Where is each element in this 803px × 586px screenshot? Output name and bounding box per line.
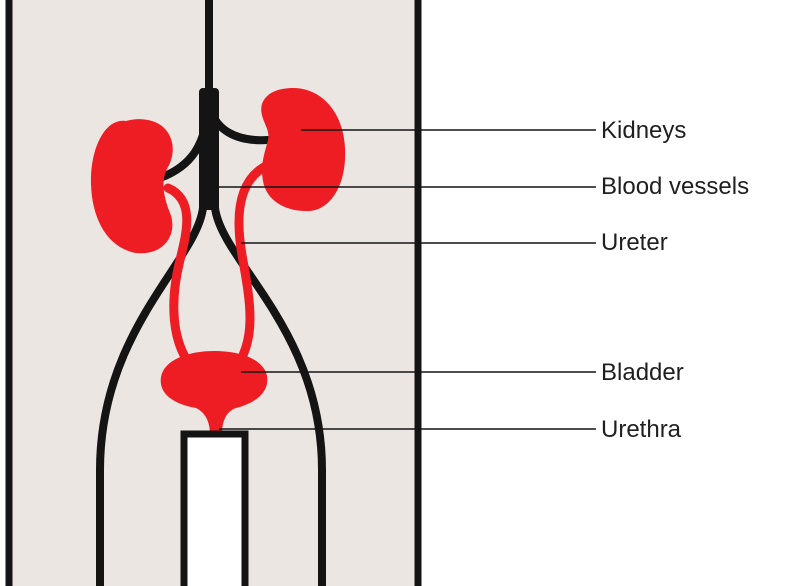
label-urethra: Urethra <box>601 416 681 444</box>
label-bladder: Bladder <box>601 359 684 387</box>
urethra-tube <box>184 434 245 586</box>
label-ureter: Ureter <box>601 229 668 257</box>
label-kidneys: Kidneys <box>601 117 686 145</box>
label-blood-vessels: Blood vessels <box>601 173 749 201</box>
